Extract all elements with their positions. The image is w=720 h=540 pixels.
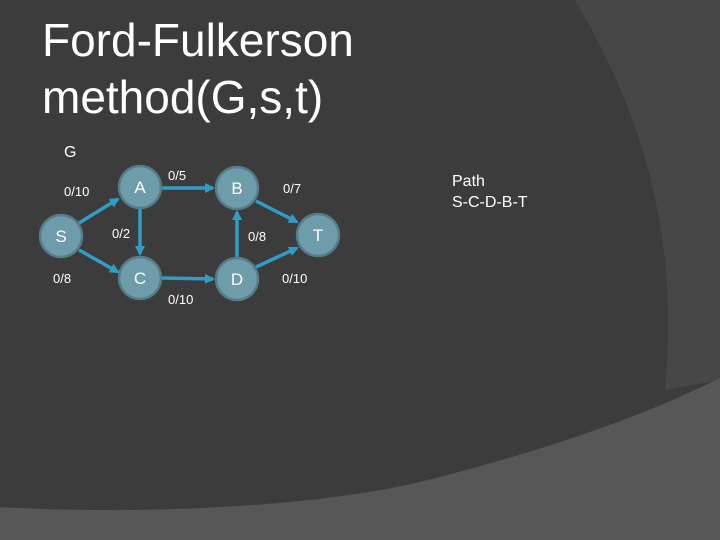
svg-text:S: S (55, 227, 66, 246)
augmenting-path: Path S-C-D-B-T (452, 171, 528, 213)
nodes: S A B C D T (38, 164, 341, 302)
title-line-2: method(G,s,t) (42, 71, 324, 123)
path-value: S-C-D-B-T (452, 194, 528, 211)
node-t: T (295, 212, 341, 258)
edge-label-s-a: 0/10 (64, 184, 89, 199)
edge-b-t (255, 199, 299, 224)
edge-label-d-b: 0/8 (248, 229, 266, 244)
node-d: D (214, 256, 260, 302)
node-c: C (117, 255, 163, 301)
svg-text:C: C (134, 269, 146, 288)
edge-label-s-c: 0/8 (53, 271, 71, 286)
edge-label-d-t: 0/10 (282, 271, 307, 286)
edge-s-a (78, 197, 120, 225)
svg-text:B: B (231, 179, 242, 198)
slide-title: Ford-Fulkerson method(G,s,t) (42, 12, 354, 126)
svg-text:A: A (134, 178, 146, 197)
node-b: B (214, 165, 260, 211)
svg-text:T: T (313, 226, 323, 245)
edge-labels: 0/10 0/8 0/5 0/2 0/10 0/8 0/7 0/10 (53, 168, 307, 307)
graph-name-label: G (64, 144, 77, 161)
edge-c-d (161, 273, 215, 284)
node-a: A (117, 164, 163, 210)
edges (78, 183, 299, 284)
edge-label-b-t: 0/7 (283, 181, 301, 196)
edge-label-c-d: 0/10 (168, 292, 193, 307)
edge-label-a-b: 0/5 (168, 168, 186, 183)
background-bottom-arc (0, 378, 720, 540)
node-s: S (38, 213, 84, 259)
path-heading: Path (452, 173, 485, 190)
edge-s-c (78, 248, 120, 274)
title-line-1: Ford-Fulkerson (42, 14, 354, 66)
edge-label-a-c: 0/2 (112, 226, 130, 241)
svg-text:D: D (231, 270, 243, 289)
edge-d-t (255, 246, 299, 269)
background-right-arc (575, 0, 720, 390)
